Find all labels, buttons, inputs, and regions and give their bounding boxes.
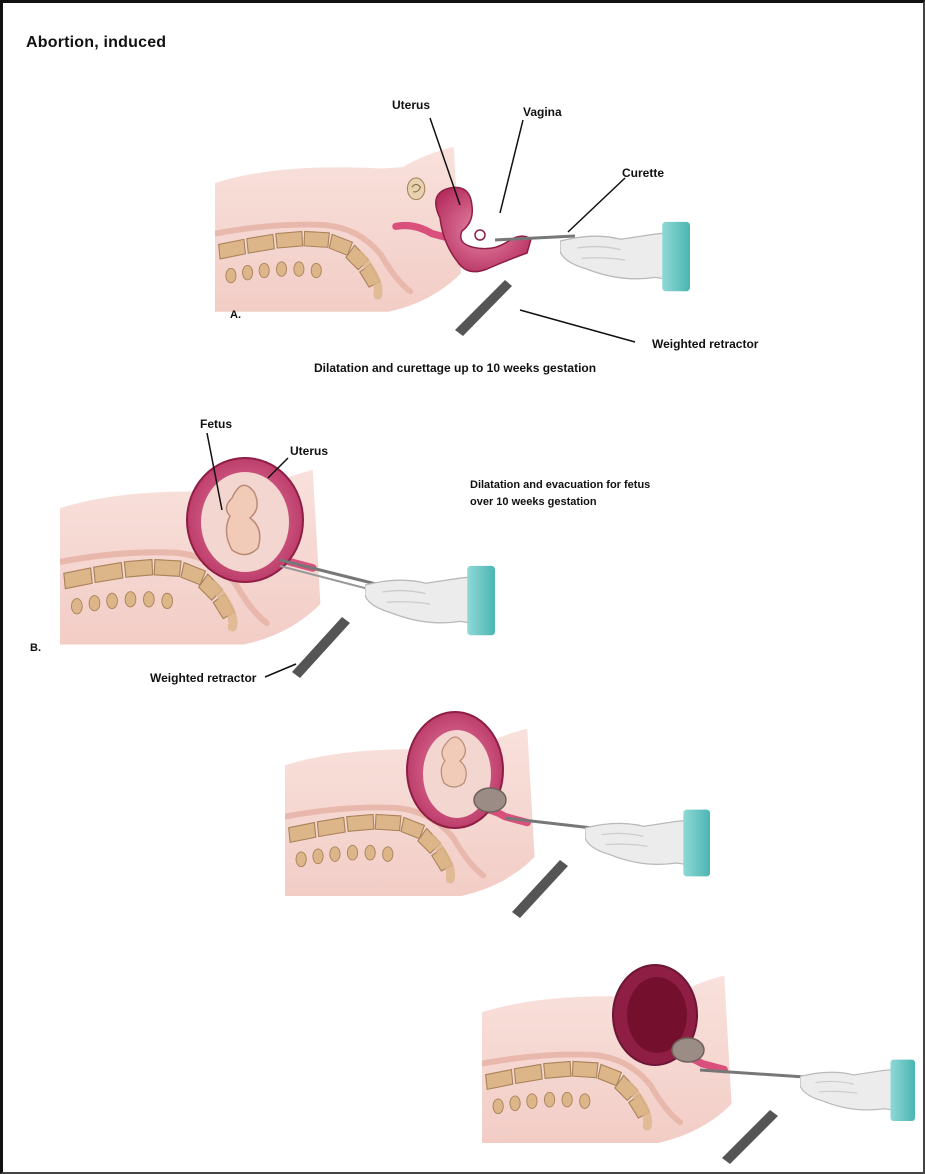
panel-a-diagram: Uterus Vagina Curette Weighted retractor… [215, 98, 759, 375]
weighted-retractor-a-label: Weighted retractor [652, 337, 759, 351]
caption-b-line2: over 10 weeks gestation [470, 496, 597, 508]
gloved-hand-d [800, 1060, 915, 1121]
panel-a-marker: A. [230, 309, 241, 321]
panel-b-diagram: Fetus Uterus Dilatation and evacuation f… [30, 417, 650, 685]
retractor-d-shape [722, 1110, 778, 1164]
uterus-a-label: Uterus [392, 98, 430, 112]
caption-a: Dilatation and curettage up to 10 weeks … [314, 361, 596, 375]
weighted-retractor-b-shape [292, 617, 350, 678]
gloved-hand-c [585, 810, 710, 877]
panel-d-diagram [482, 965, 915, 1164]
curette-label: Curette [622, 166, 664, 180]
gloved-hand-b [365, 566, 495, 635]
weighted-retractor-a-shape [455, 280, 512, 336]
weighted-retractor-b-label: Weighted retractor [150, 671, 257, 685]
vagina-label: Vagina [523, 105, 562, 119]
fetus-label: Fetus [200, 417, 232, 431]
caption-b-line1: Dilatation and evacuation for fetus [470, 479, 650, 491]
curette-a-shape [495, 236, 575, 240]
uterus-b-label: Uterus [290, 444, 328, 458]
gloved-hand-a [560, 222, 690, 291]
panel-b-marker: B. [30, 642, 41, 654]
panel-c-diagram [285, 712, 710, 918]
